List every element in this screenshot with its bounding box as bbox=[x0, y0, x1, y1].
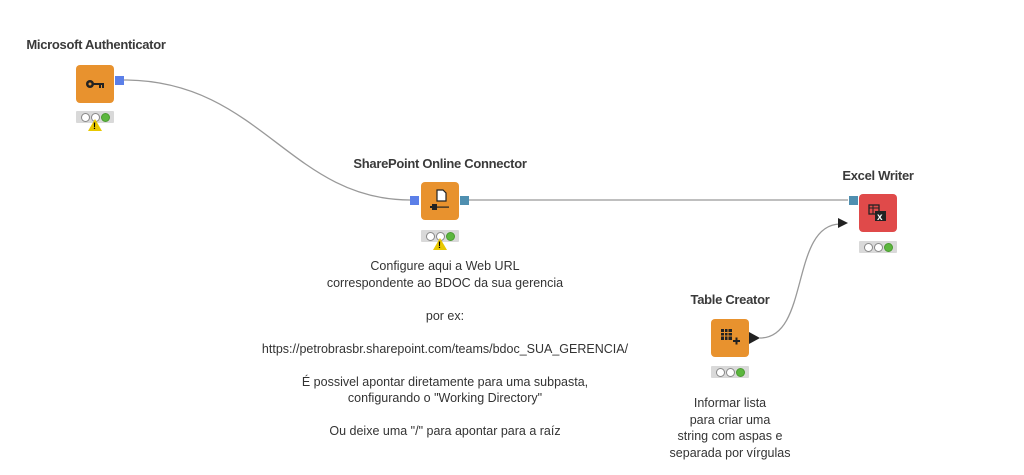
annotation-sharepoint: Configure aqui a Web URL correspondente … bbox=[262, 258, 628, 440]
node-excel-writer[interactable]: x bbox=[859, 194, 897, 232]
annotation-line: Ou deixe uma "/" para apontar para a raí… bbox=[329, 424, 561, 438]
annotation-line bbox=[262, 291, 628, 308]
node-label-excel-writer: Excel Writer bbox=[842, 168, 914, 183]
node-label-sharepoint: SharePoint Online Connector bbox=[353, 156, 527, 171]
credential-output-port[interactable] bbox=[115, 76, 124, 85]
annotation-line bbox=[262, 324, 628, 341]
node-status-table-creator bbox=[711, 366, 749, 378]
node-label-table-creator: Table Creator bbox=[690, 292, 770, 307]
node-table-creator[interactable] bbox=[711, 319, 749, 357]
annotation-line: Informar lista bbox=[693, 396, 767, 410]
annotation-line: separada por vírgulas bbox=[669, 445, 791, 460]
annotation-line: É possivel apontar diretamente para uma … bbox=[301, 374, 589, 389]
annotation-line: string com aspas e bbox=[677, 429, 783, 443]
svg-text:x: x bbox=[877, 212, 883, 223]
annotation-table-creator: Informar lista para criar uma string com… bbox=[670, 395, 791, 461]
node-microsoft-authenticator[interactable] bbox=[76, 65, 114, 103]
annotation-line: Configure aqui a Web URL bbox=[370, 259, 520, 273]
annotation-line: configurando o "Working Directory" bbox=[347, 391, 543, 405]
annotation-line bbox=[262, 407, 628, 424]
file-system-input-port[interactable] bbox=[849, 196, 858, 205]
annotation-line: https://petrobrasbr.sharepoint.com/teams… bbox=[261, 341, 629, 356]
warning-icon: ! bbox=[433, 238, 447, 250]
key-icon bbox=[86, 80, 104, 88]
connection-table-to-excel[interactable] bbox=[759, 223, 841, 339]
annotation-line: por ex: bbox=[425, 308, 465, 323]
annotation-line: correspondente ao BDOC da sua gerencia bbox=[326, 275, 564, 290]
file-connector-icon bbox=[430, 189, 449, 210]
node-status-excel-writer bbox=[859, 241, 897, 253]
connection-auth-to-sharepoint[interactable] bbox=[123, 79, 411, 201]
credential-input-port[interactable] bbox=[410, 196, 419, 205]
table-plus-icon bbox=[721, 329, 740, 345]
node-label-authenticator: Microsoft Authenticator bbox=[26, 37, 166, 52]
node-sharepoint-online-connector[interactable] bbox=[421, 182, 459, 220]
excel-icon: x bbox=[868, 204, 886, 223]
table-output-port[interactable] bbox=[749, 332, 761, 344]
node-status-sharepoint bbox=[421, 230, 459, 242]
input-arrow-icon bbox=[838, 218, 848, 228]
annotation-line: para criar uma bbox=[689, 412, 771, 427]
warning-icon: ! bbox=[88, 119, 102, 131]
file-system-output-port[interactable] bbox=[460, 196, 469, 205]
annotation-line bbox=[262, 357, 628, 374]
